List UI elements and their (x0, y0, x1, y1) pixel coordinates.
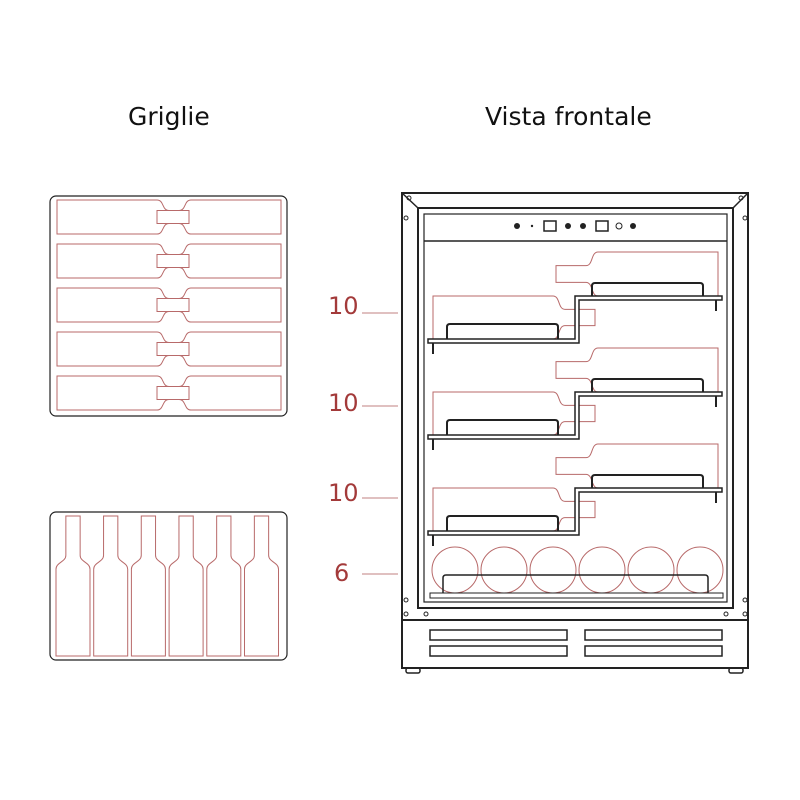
screw (742, 215, 748, 221)
capacity-label-bottom: 6 (334, 559, 350, 587)
shelf-rail (591, 282, 704, 296)
bottom-rack-bottle (244, 515, 279, 657)
bottom-bottle (627, 546, 675, 594)
control-button (580, 223, 586, 229)
bottom-bottle (676, 546, 724, 594)
screw (403, 597, 409, 603)
shelf (427, 487, 723, 536)
grill-bottle-left (56, 287, 190, 323)
bottom-rack-bottle (130, 515, 166, 657)
frame-corner (401, 192, 419, 209)
title-vista-frontale: Vista frontale (485, 102, 652, 131)
screw (742, 611, 748, 617)
grill-bottle-right (156, 375, 282, 411)
shelf-bottle-left (432, 487, 596, 532)
shelf-rail (446, 515, 559, 531)
grill-bottle-right (156, 331, 282, 367)
grill-bottle-right (156, 199, 282, 235)
vent-slot (429, 645, 568, 657)
bottom-bottle (480, 546, 528, 594)
display-right (595, 220, 609, 232)
screw (403, 215, 409, 221)
screw (723, 611, 729, 617)
control-button (630, 223, 636, 229)
foot-right (728, 667, 744, 674)
shelf (427, 391, 723, 440)
frame-corner (732, 192, 749, 209)
door-frame (417, 207, 734, 609)
grill-bottle-left (56, 375, 190, 411)
control-button (530, 224, 534, 228)
bottom-rail (442, 574, 709, 593)
shelf-rail (446, 419, 559, 435)
foot-left (405, 667, 421, 674)
grill-bottle-left (56, 199, 190, 235)
display-left (543, 220, 557, 232)
bottom-bottle (578, 546, 626, 594)
screw (406, 195, 412, 201)
screw (423, 611, 429, 617)
bottom-rack-panel (49, 511, 288, 661)
screw (738, 195, 744, 201)
shelf (427, 295, 723, 344)
title-griglie: Griglie (128, 102, 210, 131)
vent-slot (584, 645, 723, 657)
bottom-rack-bottle (55, 515, 91, 657)
grill-bottle-left (56, 331, 190, 367)
capacity-label-shelf-2: 10 (328, 389, 359, 417)
shelf-bottle-left (432, 295, 596, 340)
shelf-bottle-right (555, 443, 719, 489)
grill-bottle-right (156, 243, 282, 279)
vent-slot (429, 629, 568, 641)
bottom-shelf (429, 592, 724, 599)
screw (403, 611, 409, 617)
vent-slot (584, 629, 723, 641)
bottom-bottle (431, 546, 479, 594)
shelf-bottle-left (432, 391, 596, 436)
control-button (514, 223, 520, 229)
kick-plate (401, 619, 749, 669)
capacity-label-shelf-1: 10 (328, 292, 359, 320)
grill-panel (49, 195, 288, 417)
control-button (565, 223, 571, 229)
bottom-bottle (529, 546, 577, 594)
power-button (615, 222, 623, 230)
shelf-rail (591, 474, 704, 488)
grill-bottle-right (156, 287, 282, 323)
shelf-rail (446, 323, 559, 339)
screw (742, 597, 748, 603)
shelf-bottle-right (555, 251, 719, 297)
capacity-label-shelf-3: 10 (328, 479, 359, 507)
bottom-rack-bottle (93, 515, 129, 657)
door-inner (423, 213, 728, 603)
shelf-rail (591, 378, 704, 392)
bottom-rack-bottle (168, 515, 204, 657)
bottom-rack-bottle (206, 515, 242, 657)
shelf-bottle-right (555, 347, 719, 393)
grill-bottle-left (56, 243, 190, 279)
